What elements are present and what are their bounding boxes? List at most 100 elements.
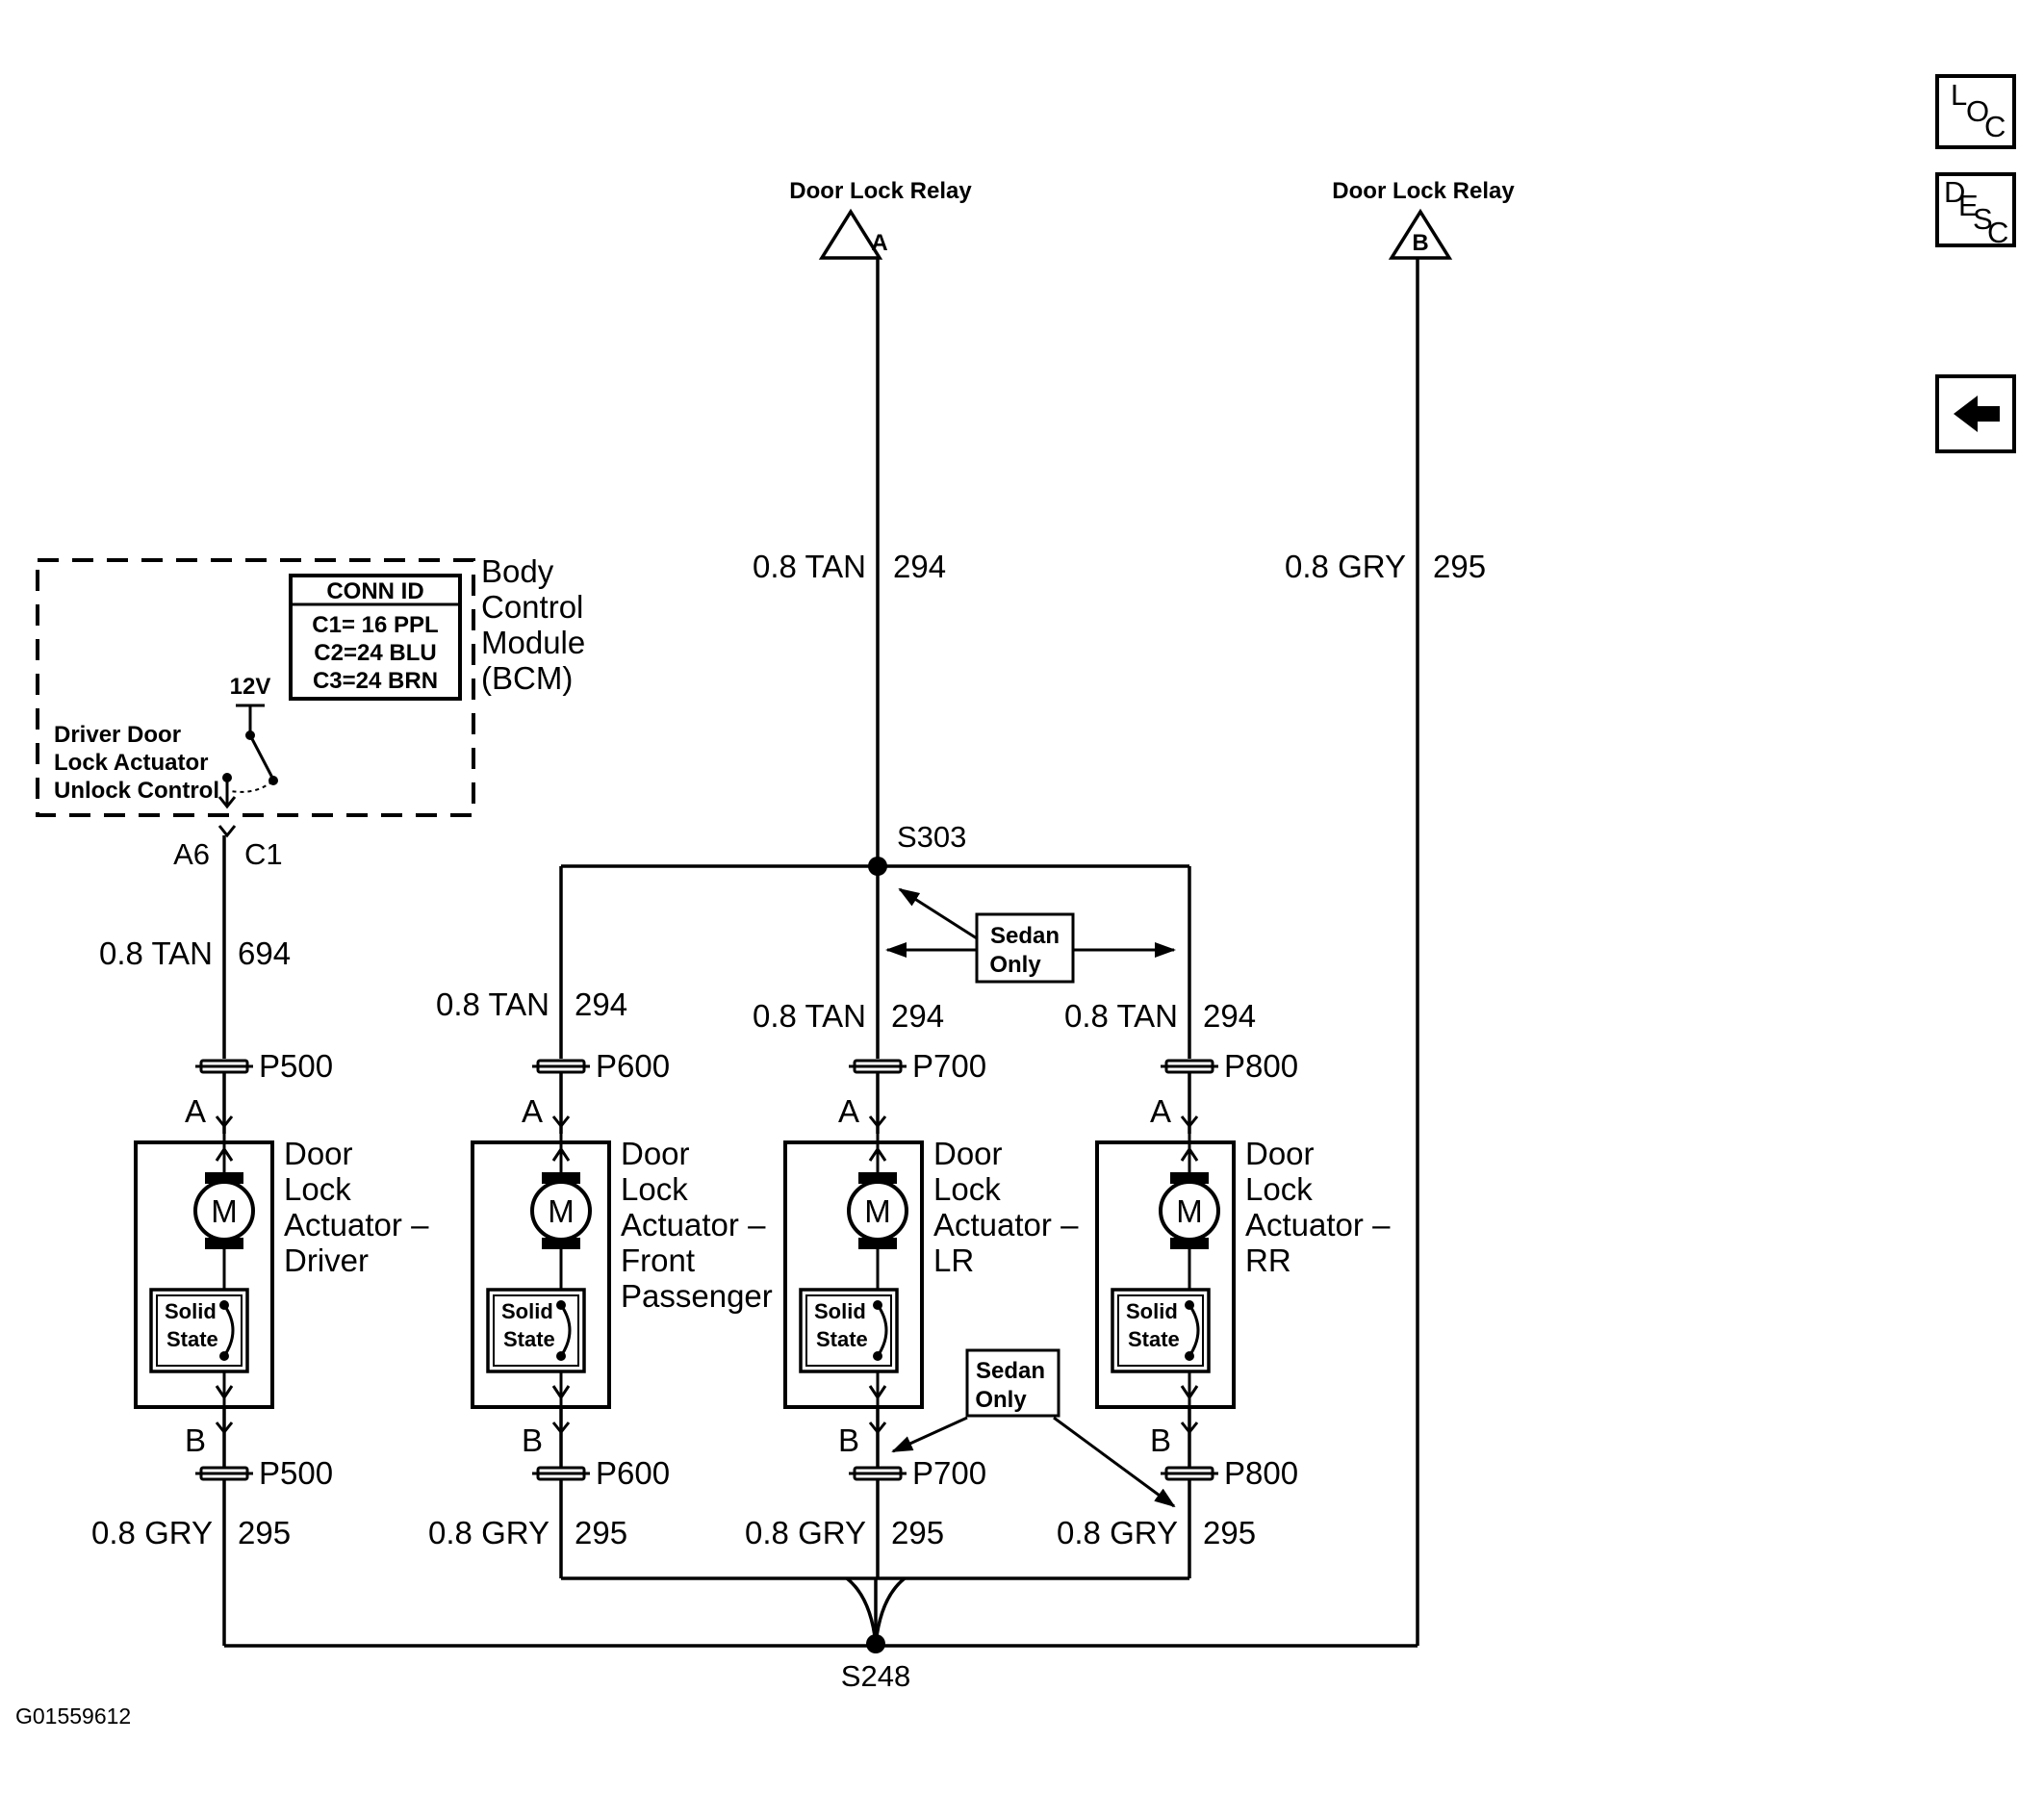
s248-join-b — [874, 1576, 907, 1645]
connector-bottom-label: P500 — [259, 1455, 333, 1491]
connector-top-label: P800 — [1224, 1048, 1298, 1084]
relay-a-triangle — [818, 208, 883, 260]
solid-state-box — [149, 1288, 249, 1373]
actuator-name-line-4: Front — [621, 1242, 695, 1278]
bcm-title-2: Control — [481, 589, 583, 625]
pin-b-symbol — [868, 1422, 887, 1435]
top-wire-gauge: 0.8 TAN — [436, 986, 549, 1022]
motor-icon — [847, 1180, 908, 1242]
motor-icon — [1159, 1180, 1220, 1242]
back-button[interactable] — [1935, 374, 2016, 453]
internal-arrow-up — [215, 1146, 234, 1162]
bottom-wire-gauge: 0.8 GRY — [1057, 1515, 1178, 1550]
actuator-name-line-1: Door — [621, 1136, 690, 1171]
top-wire-circuit: 694 — [238, 935, 291, 971]
motor-icon — [193, 1180, 255, 1242]
bottom-wire-circuit: 295 — [891, 1515, 944, 1550]
pin-a-label: A — [522, 1093, 543, 1129]
bcm-connector: C1 — [244, 837, 283, 871]
motor-brush-top — [1170, 1172, 1209, 1184]
relay-a: Door Lock Relay A — [789, 178, 972, 260]
pin-a-symbol — [1180, 1115, 1199, 1129]
connector-top-label: P700 — [912, 1048, 986, 1084]
solid-state-contact — [559, 1304, 572, 1357]
solid-state-line-2: State — [816, 1327, 868, 1351]
feed-294-gauge: 0.8 TAN — [753, 549, 866, 584]
pin-b-label: B — [185, 1422, 206, 1458]
loc-letter-1: L — [1951, 78, 1967, 112]
motor-label: M — [1176, 1193, 1203, 1229]
figure-id: G01559612 — [15, 1703, 131, 1729]
pin-b-label: B — [522, 1422, 543, 1458]
top-wire-circuit: 294 — [1203, 998, 1256, 1034]
pin-b-symbol — [551, 1422, 571, 1435]
connector-bottom-label: P800 — [1224, 1455, 1298, 1491]
bottom-wire-circuit: 295 — [1203, 1515, 1256, 1550]
desc-button[interactable]: D E S C — [1935, 172, 2016, 249]
solid-state-inner — [493, 1294, 579, 1367]
bcm-title-4: (BCM) — [481, 660, 573, 696]
actuator-name-line-1: Door — [1245, 1136, 1315, 1171]
motor-brush-top — [542, 1172, 580, 1184]
conn-id-row-1: C1= 16 PPL — [312, 612, 438, 638]
top-wire-gauge: 0.8 TAN — [753, 998, 866, 1034]
feed-295-gauge: 0.8 GRY — [1285, 549, 1406, 584]
internal-arrow-up — [551, 1146, 571, 1162]
pin-a-symbol — [551, 1115, 571, 1129]
motor-label: M — [548, 1193, 575, 1229]
motor-label: M — [864, 1193, 891, 1229]
relay-b-label: Door Lock Relay — [1332, 178, 1515, 204]
solid-state-line-1: Solid — [1126, 1299, 1178, 1323]
sedan-note-top-frame — [975, 912, 1075, 984]
conn-id-table: CONN ID C1= 16 PPL C2=24 BLU C3=24 BRN — [289, 574, 462, 701]
solid-state-line-2: State — [1128, 1327, 1180, 1351]
switch-blade — [248, 734, 274, 779]
conn-id-row-3: C3=24 BRN — [313, 668, 438, 694]
actuator-name-line-4: LR — [933, 1242, 974, 1278]
actuator-name-line-2: Lock — [621, 1171, 688, 1207]
actuator-name-line-2: Lock — [933, 1171, 1001, 1207]
motor-icon — [530, 1180, 592, 1242]
top-wire-circuit: 294 — [891, 998, 944, 1034]
control-label-3: Unlock Control — [54, 778, 219, 804]
loc-letter-3: C — [1984, 110, 2006, 143]
solid-state-contact — [1188, 1304, 1200, 1357]
pin-b-symbol — [1180, 1422, 1199, 1435]
relay-b-pin: B — [1412, 230, 1428, 256]
solid-state-contact — [222, 1304, 235, 1357]
conn-id-header: CONN ID — [326, 578, 423, 604]
desc-button-frame — [1935, 172, 2016, 247]
solid-state-inner — [156, 1294, 243, 1367]
relay-b: Door Lock Relay B — [1332, 178, 1515, 260]
desc-letter-2: E — [1958, 189, 1979, 222]
motor-brush-bottom — [858, 1238, 897, 1249]
actuator-name-line-1: Door — [284, 1136, 353, 1171]
solid-state-line-2: State — [166, 1327, 218, 1351]
bcm-boundary — [36, 558, 475, 817]
sedan-note-bottom-line-2: Only — [975, 1387, 1027, 1413]
actuator-name-line-3: Actuator – — [1245, 1207, 1391, 1242]
desc-letter-1: D — [1944, 175, 1965, 209]
top-wire-circuit: 294 — [575, 986, 627, 1022]
connector-top-label: P500 — [259, 1048, 333, 1084]
conn-id-frame — [289, 574, 462, 701]
actuator-name-line-4: RR — [1245, 1242, 1291, 1278]
internal-arrow-down — [1180, 1385, 1199, 1400]
relay-a-label: Door Lock Relay — [789, 178, 972, 204]
control-arrow — [217, 796, 237, 809]
motor-brush-bottom — [205, 1238, 243, 1249]
actuator-name-line-3: Actuator – — [284, 1207, 429, 1242]
pin-a-symbol — [215, 1115, 234, 1129]
top-wire-gauge: 0.8 TAN — [1064, 998, 1178, 1034]
pin-b-symbol — [215, 1422, 234, 1435]
feed-294-circuit: 294 — [893, 549, 946, 584]
motor-brush-top — [858, 1172, 897, 1184]
pin-a-label: A — [838, 1093, 859, 1129]
pin-a-symbol — [868, 1115, 887, 1129]
s303-label: S303 — [897, 820, 966, 854]
loc-button[interactable]: L O C — [1935, 74, 2016, 149]
